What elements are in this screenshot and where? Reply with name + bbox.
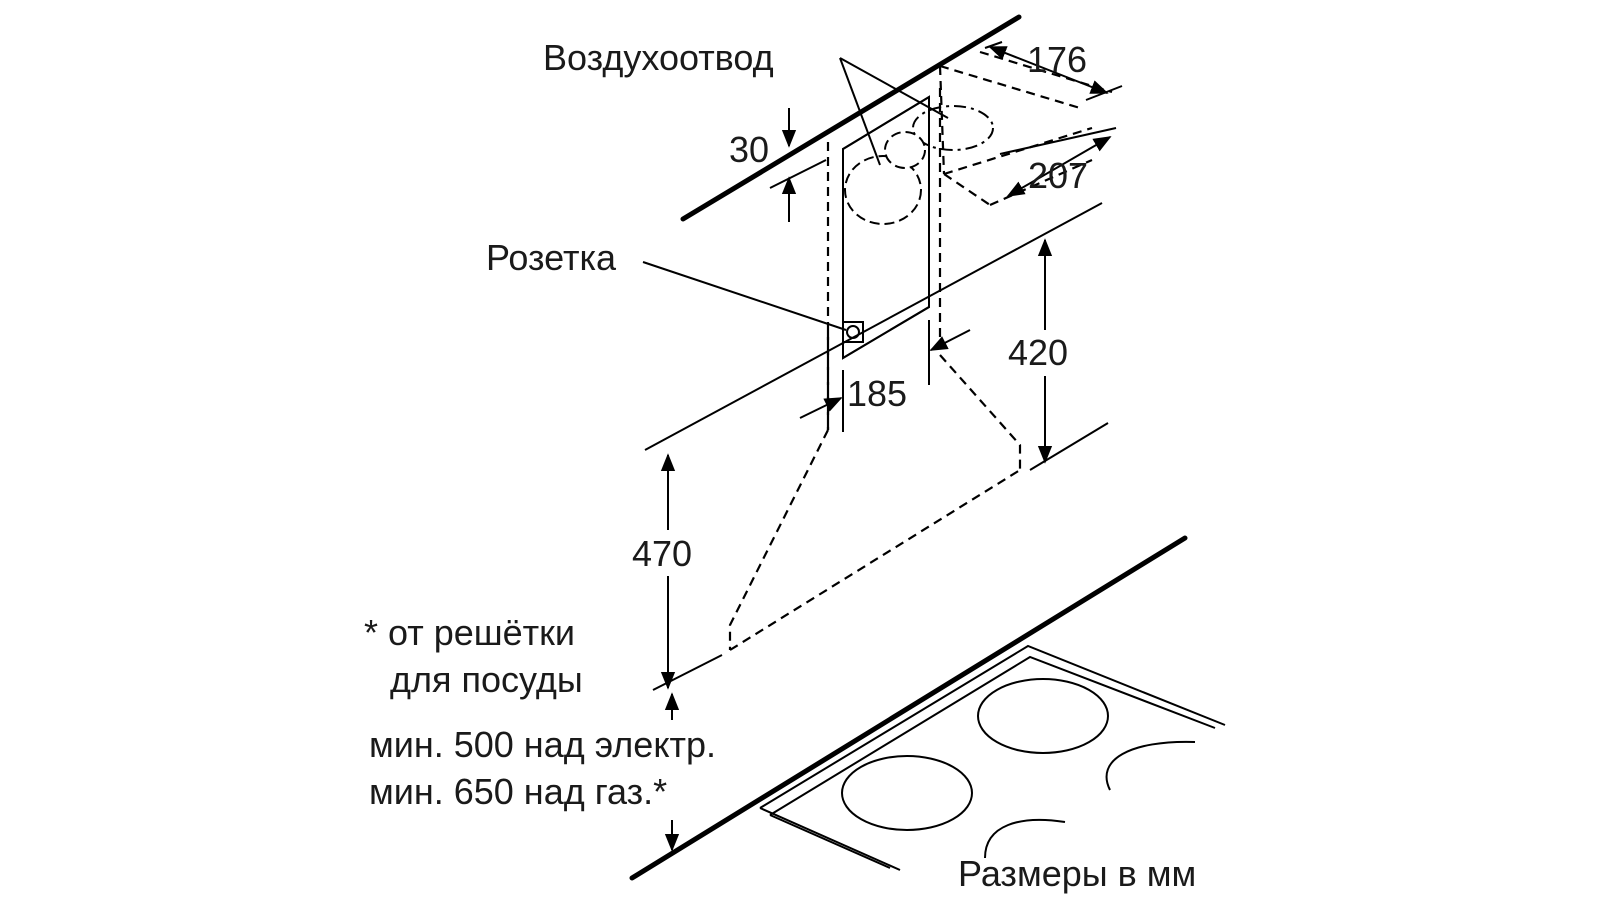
dimension-420: 420 [1000, 238, 1090, 464]
dimension-470: 470 [623, 453, 713, 690]
cooktop [759, 644, 1226, 871]
air-outlet-column [842, 95, 930, 360]
dimension-30: 30 [729, 108, 827, 222]
dimension-185-label: 185 [847, 373, 907, 414]
dimension-176: 176 [984, 39, 1123, 101]
dimension-207-label: 207 [1028, 155, 1088, 196]
dimension-207: 207 [999, 127, 1117, 197]
note-from-grate-line2: для посуды [390, 659, 583, 700]
hood-top-reference-line [644, 202, 1103, 451]
ceiling-line [680, 14, 1022, 222]
socket-label: Розетка [486, 237, 617, 278]
socket-icon [842, 321, 864, 343]
dimension-470-label: 470 [632, 533, 692, 574]
hood-dashed-outline [728, 88, 1022, 651]
dimension-185: 185 [799, 320, 971, 432]
hood-bottom-reference-line [652, 654, 723, 691]
dimension-30-label: 30 [729, 129, 769, 170]
counter-line [629, 535, 1188, 881]
hood-bottom-right-reference [1029, 422, 1109, 471]
note-min-electric: мин. 500 над электр. [369, 724, 716, 765]
dimension-420-label: 420 [1008, 332, 1068, 373]
air-outlet-callout: Воздухоотвод [543, 37, 949, 166]
socket-callout: Розетка [486, 237, 847, 331]
air-outlet-label: Воздухоотвод [543, 37, 774, 78]
note-from-grate-line1: * от решётки [364, 612, 575, 653]
units-label: Размеры в мм [958, 853, 1196, 894]
dimension-176-label: 176 [1027, 39, 1087, 80]
note-min-gas: мин. 650 над газ.* [369, 771, 667, 812]
